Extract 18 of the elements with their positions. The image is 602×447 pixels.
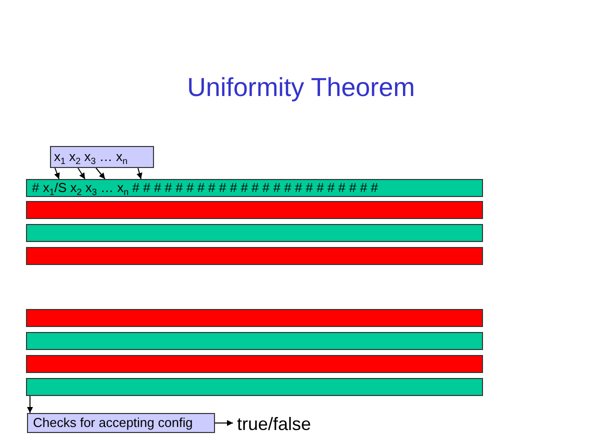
result-label: true/false bbox=[237, 414, 312, 434]
tape-bar bbox=[26, 355, 483, 373]
arrow bbox=[54, 168, 60, 180]
arrow bbox=[214, 420, 234, 426]
tape-bar bbox=[26, 201, 483, 219]
tape-bar: # x$_{1}$/S x$_{2}$ x$_{3}$ … x$_{n}$ # # # # # # # # # # # # # # # # # # # # # # # bbox=[26, 179, 483, 197]
arrow bbox=[27, 396, 33, 414]
arrow bbox=[96, 168, 106, 180]
tape-bar bbox=[26, 247, 483, 265]
arrow bbox=[136, 168, 142, 180]
tape-bar bbox=[26, 309, 483, 327]
tape-bar bbox=[26, 224, 483, 242]
input-box: x$_{1}$ x$_{2}$ x$_{3}$ … x$_{n}$ bbox=[50, 146, 154, 168]
tape-bar bbox=[26, 332, 483, 350]
slide-title: Uniformity Theorem bbox=[187, 72, 415, 102]
tape-bar bbox=[26, 378, 483, 396]
arrow bbox=[78, 168, 86, 180]
checker-box: Checks for accepting config bbox=[27, 413, 215, 433]
